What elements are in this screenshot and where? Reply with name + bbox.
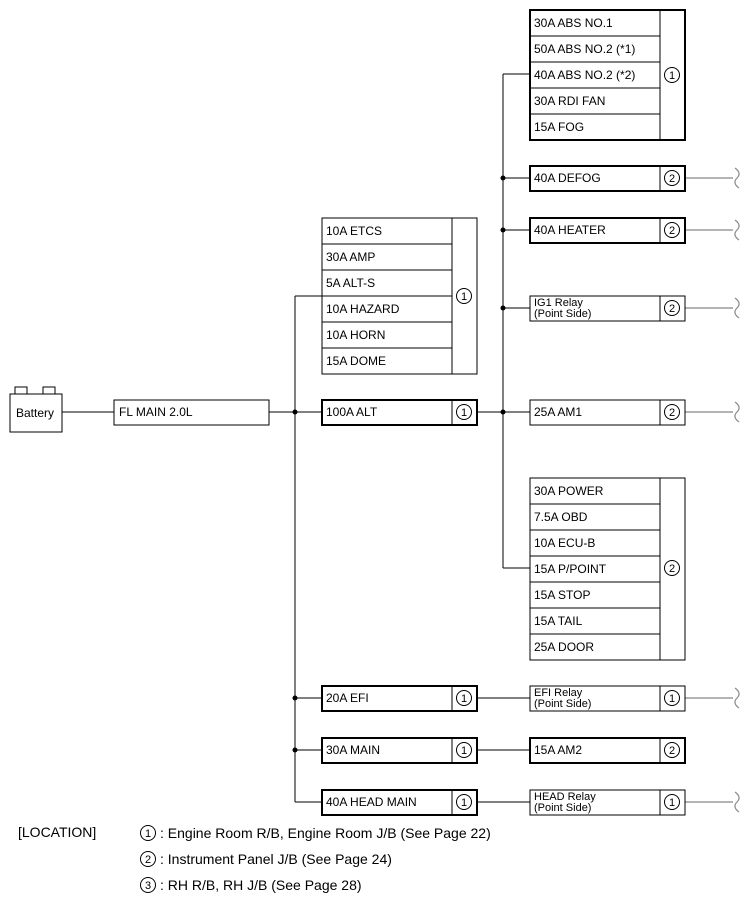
am1-label: 25A AM1: [534, 405, 582, 419]
fuse-label: 10A ECU-B: [534, 536, 595, 550]
head-main-label: 40A HEAD MAIN: [326, 795, 417, 809]
fl-main-fuse: FL MAIN 2.0L: [113, 399, 270, 426]
location-number: 1: [461, 745, 467, 757]
head-main-fuse: 40A HEAD MAIN 1: [321, 789, 478, 816]
fuse-label: 30A AMP: [326, 250, 375, 264]
ig1-relay: IG1 Relay (Point Side) 2: [529, 295, 686, 322]
location-number: 2: [669, 303, 675, 315]
location-number: 2: [669, 407, 675, 419]
efi-label: 20A EFI: [326, 691, 369, 705]
legend-entry-1: : Engine Room R/B, Engine Room J/B (See …: [160, 825, 491, 841]
fuse-label: 30A POWER: [534, 484, 604, 498]
hazard-fuse-group: 10A ETCS 30A AMP 5A ALT-S 10A HAZARD 10A…: [321, 217, 478, 375]
efi-relay-label: EFI Relay: [534, 687, 583, 699]
location-number: 1: [461, 797, 467, 809]
fuse-label: 40A ABS NO.2 (*2): [534, 68, 635, 82]
fuse-label: 5A ALT-S: [326, 276, 375, 290]
head-relay-label: HEAD Relay: [534, 791, 596, 803]
location-number: 2: [669, 745, 675, 757]
legend-title: [LOCATION]: [18, 824, 97, 840]
fuse-label: 30A RDI FAN: [534, 94, 605, 108]
fuse-label: 15A FOG: [534, 120, 584, 134]
fuse-label: 15A P/POINT: [534, 562, 607, 576]
efi-relay-sublabel: (Point Side): [534, 698, 591, 710]
battery: Battery: [9, 386, 63, 433]
legend-number: 3: [145, 880, 151, 892]
power-fuse-group: 30A POWER 7.5A OBD 10A ECU-B 15A P/POINT…: [529, 477, 686, 661]
fuse-label: 15A STOP: [534, 588, 590, 602]
defog-fuse: 40A DEFOG 2: [529, 165, 686, 192]
fuse-label: 30A ABS NO.1: [534, 16, 613, 30]
fuse-label: 10A ETCS: [326, 224, 382, 238]
location-number: 1: [461, 291, 467, 303]
efi-fuse: 20A EFI 1: [321, 685, 478, 712]
junction-dots: [292, 175, 506, 753]
wiring: [62, 73, 530, 803]
location-number: 1: [461, 693, 467, 705]
main-fuse: 30A MAIN 1: [321, 737, 478, 764]
location-number: 1: [669, 693, 675, 705]
am1-fuse: 25A AM1 2: [529, 399, 686, 426]
location-number: 1: [669, 70, 675, 82]
abs-fuse-group: 30A ABS NO.1 50A ABS NO.2 (*1) 40A ABS N…: [529, 9, 686, 141]
ig1-relay-sublabel: (Point Side): [534, 308, 591, 320]
efi-relay: EFI Relay (Point Side) 1: [529, 685, 686, 712]
battery-label: Battery: [16, 406, 54, 420]
alt-label: 100A ALT: [326, 405, 378, 419]
continuation-wires: [685, 167, 740, 813]
am2-label: 15A AM2: [534, 743, 582, 757]
head-relay: HEAD Relay (Point Side) 1: [529, 789, 686, 816]
main-label: 30A MAIN: [326, 743, 380, 757]
legend-number: 1: [145, 828, 151, 840]
location-number: 1: [669, 797, 675, 809]
location-number: 1: [461, 407, 467, 419]
fuse-label: 15A DOME: [326, 354, 386, 368]
legend-markers: 1 2 3: [140, 825, 156, 893]
location-number: 2: [669, 563, 675, 575]
fuse-label: 10A HORN: [326, 328, 385, 342]
legend-number: 2: [145, 854, 151, 866]
fl-main-label: FL MAIN 2.0L: [119, 405, 193, 419]
heater-label: 40A HEATER: [534, 223, 606, 237]
legend-entry-3: : RH R/B, RH J/B (See Page 28): [160, 877, 362, 893]
location-number: 2: [669, 225, 675, 237]
head-relay-sublabel: (Point Side): [534, 802, 591, 814]
ig1-relay-label: IG1 Relay: [534, 297, 583, 309]
defog-label: 40A DEFOG: [534, 171, 601, 185]
fuse-label: 10A HAZARD: [326, 302, 400, 316]
alt-fuse: 100A ALT 1: [321, 399, 478, 426]
location-number: 2: [669, 173, 675, 185]
heater-fuse: 40A HEATER 2: [529, 217, 686, 244]
am2-fuse: 15A AM2 2: [529, 737, 686, 764]
fuse-label: 7.5A OBD: [534, 510, 588, 524]
legend-entry-2: : Instrument Panel J/B (See Page 24): [160, 851, 392, 867]
fuse-label: 15A TAIL: [534, 614, 583, 628]
fuse-label: 50A ABS NO.2 (*1): [534, 42, 635, 56]
fuse-label: 25A DOOR: [534, 640, 594, 654]
